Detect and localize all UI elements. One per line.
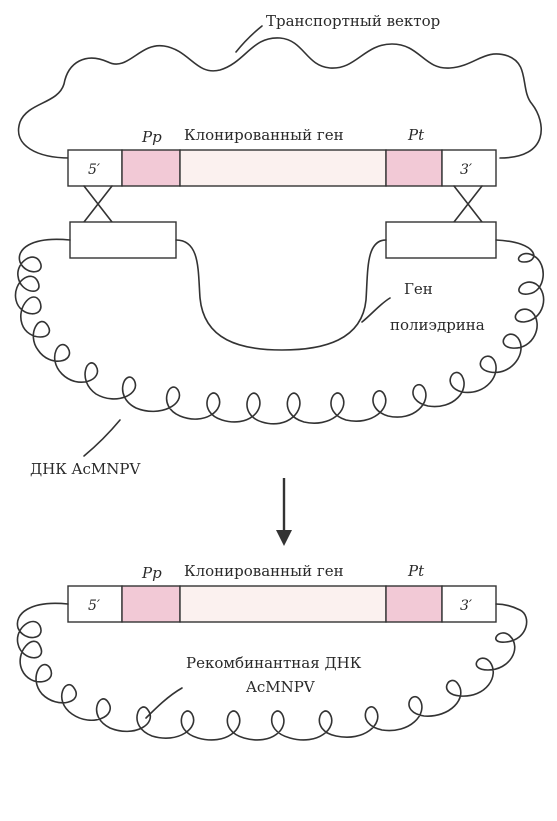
top-terminator-label: Pt	[407, 126, 425, 144]
top-construct: 5′ 3′	[67, 149, 497, 187]
transport-vector-loop	[17, 37, 542, 159]
top-promoter-label: Pp	[141, 128, 162, 146]
polyhedrin-label-1: Ген	[404, 280, 433, 298]
polyhedrin-gene-line	[175, 239, 387, 351]
transport-vector-pointer	[235, 25, 263, 53]
top-3prime-box	[441, 149, 497, 187]
bottom-3prime-box	[441, 585, 497, 623]
top-gene-label: Клонированный ген	[184, 126, 344, 144]
transition-arrow	[276, 478, 292, 546]
bottom-5prime-box	[67, 585, 123, 623]
top-5prime-label: 5′	[88, 162, 101, 178]
bottom-gene-box	[179, 585, 387, 623]
bottom-gene-label: Клонированный ген	[184, 562, 344, 580]
top-promoter-box	[121, 149, 181, 187]
right-flank-box	[385, 221, 497, 259]
bottom-promoter-label: Pp	[141, 564, 162, 582]
acmnpv-label: ДНК AcMNPV	[30, 460, 141, 478]
recombinant-coil-loop	[16, 602, 528, 741]
bottom-construct: 5′ 3′	[67, 585, 497, 623]
left-crossover	[83, 185, 113, 223]
recombinant-label-2: AcMNPV	[245, 678, 316, 696]
right-crossover	[453, 185, 483, 223]
bottom-terminator-box	[385, 585, 443, 623]
recombinant-pointer	[145, 687, 183, 719]
bottom-5prime-label: 5′	[88, 598, 101, 614]
bottom-3prime-label: 3′	[460, 598, 473, 614]
transport-vector-label: Транспортный вектор	[266, 12, 440, 30]
top-gene-box	[179, 149, 387, 187]
top-terminator-box	[385, 149, 443, 187]
bottom-terminator-label: Pt	[407, 562, 425, 580]
polyhedrin-pointer	[361, 297, 391, 323]
top-3prime-label: 3′	[460, 162, 473, 178]
left-flank-box	[69, 221, 177, 259]
acmnpv-pointer	[83, 419, 121, 457]
recombinant-label-1: Рекомбинантная ДНК	[186, 654, 362, 672]
acmnpv-coil-loop	[14, 238, 545, 425]
polyhedrin-label-2: полиэдрина	[390, 316, 485, 334]
bottom-promoter-box	[121, 585, 181, 623]
